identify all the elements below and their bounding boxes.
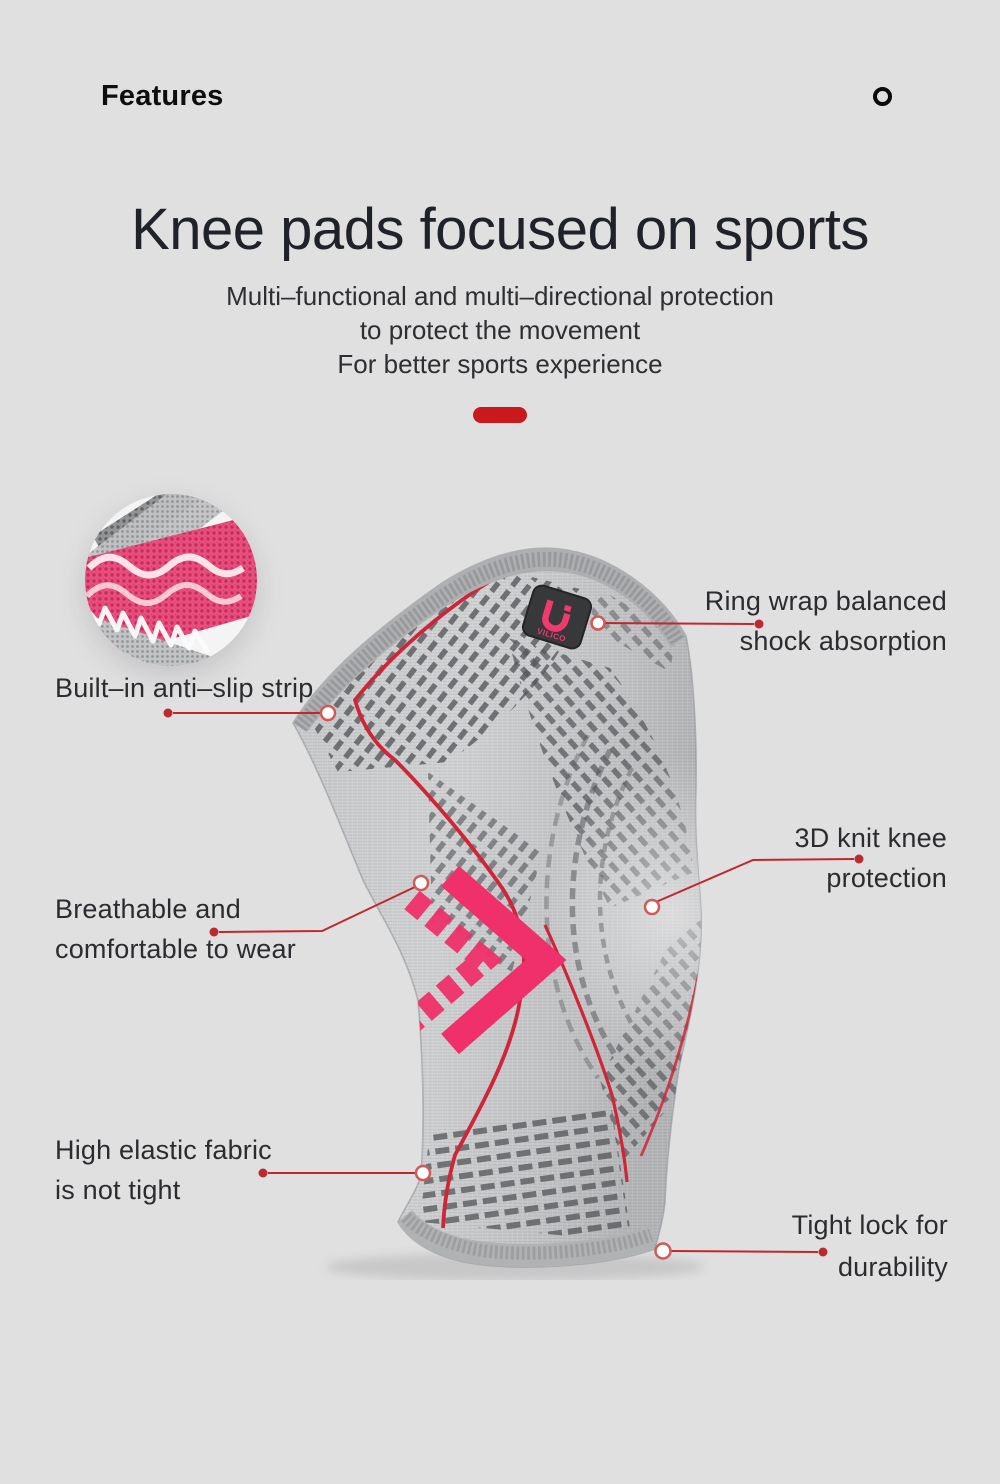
accent-divider: [473, 407, 527, 423]
callout-line: durability: [837, 1252, 948, 1282]
hero-subtitle-line: For better sports experience: [337, 349, 663, 379]
page-title: Features: [101, 80, 224, 112]
callout-line: 3D knit knee: [794, 823, 947, 853]
callout-anti-slip: Built–in anti–slip strip: [55, 668, 313, 708]
callout-knit-protection: 3D knit knee protection: [795, 818, 947, 898]
callout-ring-wrap: Ring wrap balanced shock absorption: [705, 581, 947, 661]
hero-title: Knee pads focused on sports: [131, 197, 869, 262]
callout-line: Tight lock for: [791, 1210, 948, 1240]
callout-line: Breathable and: [55, 894, 241, 924]
callout-line: Ring wrap balanced: [704, 586, 947, 616]
callout-high-elastic: High elastic fabric is not tight: [55, 1130, 272, 1210]
callout-line: is not tight: [55, 1175, 181, 1205]
callout-line: shock absorption: [739, 626, 947, 656]
hero-subtitle: Multi–functional and multi–directional p…: [0, 279, 1000, 381]
callout-line: Built–in anti–slip strip: [55, 673, 314, 703]
callout-breathable: Breathable and comfortable to wear: [55, 889, 296, 969]
brand-logo-patch: VILICO: [521, 584, 593, 650]
fabric-detail-inset: [85, 494, 257, 666]
hero-subtitle-line: Multi–functional and multi–directional p…: [226, 281, 774, 311]
circle-outline-icon: [873, 87, 892, 106]
hero-subtitle-line: to protect the movement: [359, 315, 641, 345]
callout-tight-lock: Tight lock for durability: [792, 1204, 948, 1288]
callout-line: High elastic fabric: [55, 1135, 272, 1165]
callout-line: protection: [826, 863, 947, 893]
knee-pad-product-image: VILICO: [292, 547, 705, 1280]
callout-line: comfortable to wear: [55, 934, 296, 964]
